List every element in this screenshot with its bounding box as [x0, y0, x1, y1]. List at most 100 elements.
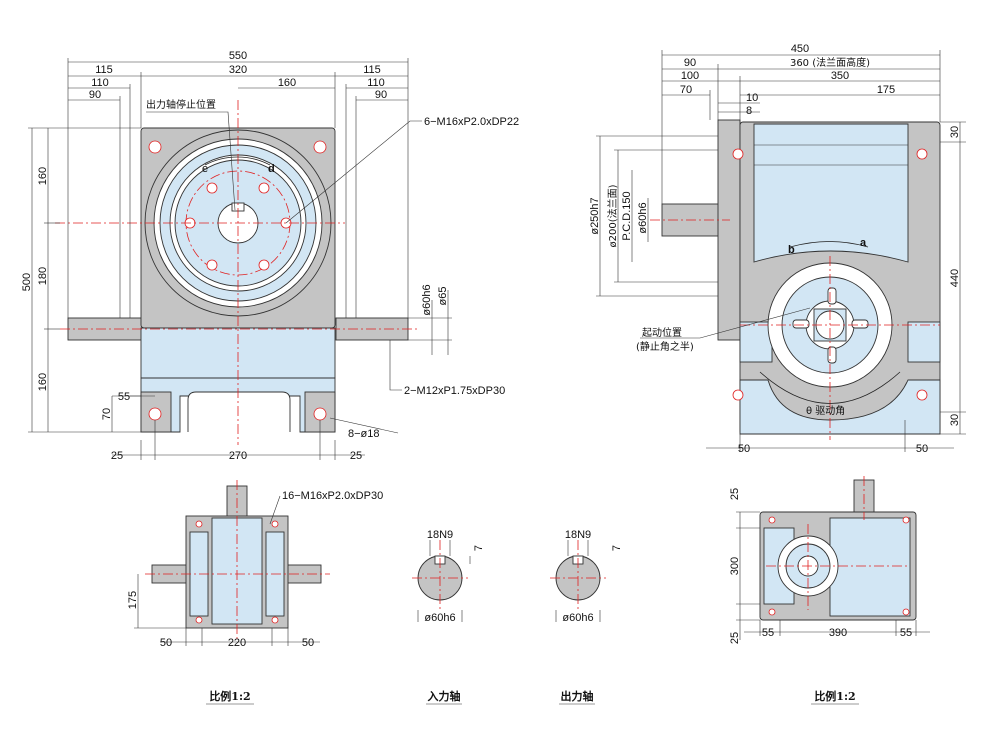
- dim-110-right: 110: [367, 77, 385, 89]
- dim-dia-60: ø60h6: [637, 202, 649, 233]
- side-view: [596, 50, 966, 452]
- side-pocket-left: [739, 321, 773, 363]
- top-holes-callout: 16−M16xP2.0xDP30: [282, 490, 383, 502]
- dim-70: 70: [680, 84, 692, 96]
- dim-shaft-60h6: ø60h6: [421, 284, 433, 315]
- dim-dia-200: ø200(法兰面): [606, 184, 619, 247]
- mount-hole: [148, 407, 162, 421]
- side-tapped-callout: 2−M12xP1.75xDP30: [404, 385, 505, 397]
- mount-hole: [916, 389, 928, 401]
- dim-30-bottom: 30: [949, 414, 961, 426]
- mount-hole: [148, 140, 162, 154]
- dim-30-top: 30: [949, 126, 961, 138]
- input-diameter-label: ø60h6: [424, 612, 455, 624]
- input-shaft-section: [412, 540, 471, 622]
- dim-175: 175: [877, 84, 895, 96]
- bolt-hole: [258, 259, 270, 271]
- dim-25-right: 25: [350, 450, 362, 462]
- dim-350: 350: [831, 70, 849, 82]
- dim-25-left: 25: [111, 450, 123, 462]
- stop-position-callout: 出力轴停止位置: [146, 98, 216, 111]
- dim-shaft-65: ø65: [437, 287, 449, 306]
- dim-115-left: 115: [95, 64, 113, 76]
- start-position-note: (静止角之半): [636, 340, 694, 353]
- cam-slot: [792, 319, 810, 329]
- bottom-view: [736, 476, 930, 640]
- dir-d-label: d: [268, 163, 275, 175]
- dim-320: 320: [229, 64, 247, 76]
- dim-pcd-150: P.C.D.150: [621, 191, 633, 240]
- dir-e-label: e: [202, 163, 208, 175]
- bottom-dim-55-right: 55: [900, 627, 912, 639]
- bottom-dim-55-left: 55: [762, 627, 774, 639]
- input-key-label: 18N9: [427, 529, 453, 541]
- dim-50-left: 50: [738, 443, 750, 455]
- caption-output-shaft: 出力轴: [561, 689, 594, 703]
- dim-50-right: 50: [916, 443, 928, 455]
- cam-slot: [827, 346, 837, 364]
- side-pocket-right: [907, 321, 941, 363]
- bottom-dim-300: 300: [729, 557, 741, 575]
- top-view: [134, 480, 330, 646]
- cam-slot: [827, 287, 837, 305]
- dim-dia-250: ø250h7: [589, 197, 601, 234]
- mount-hole: [732, 148, 744, 160]
- caption-input-shaft: 入力轴: [428, 689, 461, 703]
- dim-270: 270: [229, 450, 247, 462]
- bolt-hole: [258, 182, 270, 194]
- dim-115-right: 115: [363, 64, 381, 76]
- dim-110-left: 110: [91, 77, 109, 89]
- dim-180: 180: [37, 267, 49, 285]
- output-key-label: 18N9: [565, 529, 591, 541]
- output-depth-label: 7: [611, 545, 623, 551]
- dim-360: 360 (法兰面高度): [790, 56, 870, 69]
- dim-550: 550: [229, 50, 247, 62]
- mount-hole: [916, 148, 928, 160]
- dim-160-top: 160: [278, 77, 296, 89]
- base-slot: [187, 391, 291, 432]
- index-angle-label: θ 驱动角: [806, 405, 845, 417]
- dim-8: 8: [746, 105, 752, 117]
- rotation-arrow-ab: [789, 241, 869, 248]
- top-dim-175: 175: [127, 591, 139, 609]
- caption-scale-left: 比例1:2: [209, 689, 250, 703]
- bottom-dim-390: 390: [829, 627, 847, 639]
- input-depth-label: 7: [473, 545, 485, 551]
- top-dim-50-left: 50: [160, 637, 172, 649]
- dim-100: 100: [681, 70, 699, 82]
- rotation-arc: [204, 156, 271, 166]
- output-diameter-label: ø60h6: [562, 612, 593, 624]
- dim-70: 70: [101, 408, 113, 420]
- dim-450: 450: [791, 43, 809, 55]
- output-shaft-section: [550, 540, 606, 622]
- dim-160-upper: 160: [37, 167, 49, 185]
- top-dim-50-right: 50: [302, 637, 314, 649]
- tapped-holes-callout: 6−M16xP2.0xDP22: [424, 116, 519, 128]
- cam-slot: [851, 319, 869, 329]
- bolt-hole: [206, 259, 218, 271]
- mount-hole: [313, 407, 327, 421]
- bolt-hole: [206, 182, 218, 194]
- mount-holes-callout: 8−ø18: [348, 428, 380, 440]
- mount-hole: [732, 389, 744, 401]
- dim-500: 500: [21, 273, 33, 291]
- dim-90-right: 90: [375, 89, 387, 101]
- dim-90: 90: [684, 57, 696, 69]
- mount-hole: [313, 140, 327, 154]
- dim-55: 55: [118, 391, 130, 403]
- caption-scale-right: 比例1:2: [814, 689, 855, 703]
- bottom-dim-25-bottom: 25: [729, 632, 741, 644]
- dim-440: 440: [949, 269, 961, 287]
- dim-90-left: 90: [89, 89, 101, 101]
- dim-160-lower: 160: [37, 373, 49, 391]
- index-angle-arc: [759, 371, 901, 404]
- upper-window: [753, 123, 909, 263]
- start-position-callout: 起动位置: [642, 326, 682, 339]
- dim-10: 10: [746, 92, 758, 104]
- bottom-body: [829, 517, 911, 617]
- lower-base: [739, 379, 941, 435]
- dir-b-label: b: [788, 244, 795, 256]
- front-view: [28, 58, 452, 460]
- bottom-dim-25-top: 25: [729, 488, 741, 500]
